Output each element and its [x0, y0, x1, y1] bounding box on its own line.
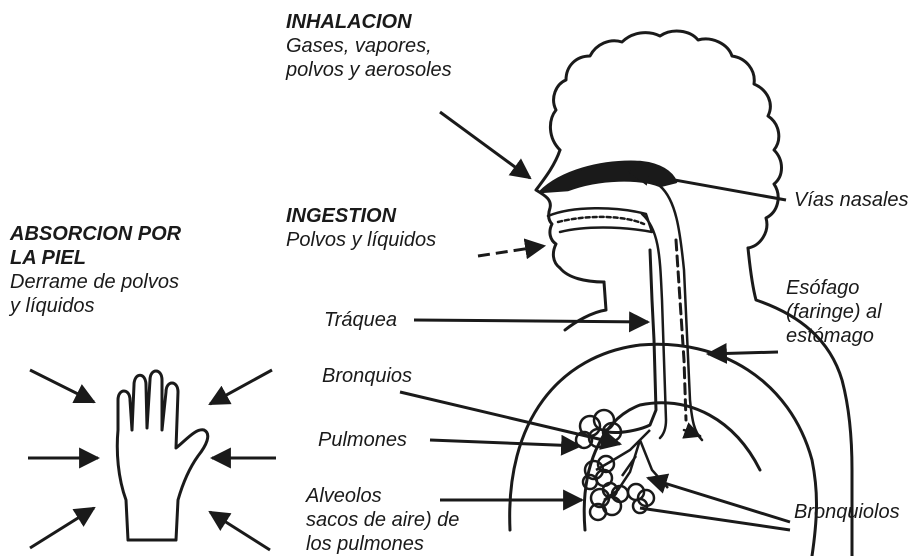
esophagus-line2: (faringe) al	[786, 300, 882, 324]
hair-outline	[550, 31, 781, 248]
ingestion-line1: Polvos y líquidos	[286, 228, 436, 252]
skin-line2: y líquidos	[10, 294, 181, 318]
skin-heading-2: LA PIEL	[10, 246, 181, 270]
inhalation-line2: polvos y aerosoles	[286, 58, 452, 82]
lungs-arrow	[430, 440, 580, 446]
airway	[540, 162, 702, 440]
alveoli-line2: sacos de aire) de	[306, 508, 459, 532]
arrow-lower-left	[30, 508, 94, 548]
nasal-arrow	[630, 172, 786, 200]
inhalation-arrow	[440, 112, 530, 178]
esophagus-line1: Esófago	[786, 276, 882, 300]
esophagus-arrow	[708, 352, 778, 354]
nasal-label: Vías nasales	[794, 188, 909, 212]
bronchioles-arrow-2	[640, 508, 790, 530]
ingestion-label: INGESTION Polvos y líquidos	[286, 204, 436, 252]
inhalation-heading: INHALACION	[286, 10, 452, 34]
inhalation-label: INHALACION Gases, vapores, polvos y aero…	[286, 10, 452, 82]
arrow-lower-right	[210, 512, 270, 550]
ingestion-arrow	[478, 246, 544, 256]
trachea-arrow	[414, 320, 648, 322]
arrow-upper-left	[30, 370, 94, 402]
chest-cavity	[510, 344, 817, 556]
skin-line1: Derrame de polvos	[10, 270, 181, 294]
bronchi-arrow	[400, 392, 620, 444]
skin-heading-1: ABSORCION POR	[10, 222, 181, 246]
esophagus-label: Esófago (faringe) al estómago	[786, 276, 882, 348]
alveoli-label: Alveolos sacos de aire) de los pulmones	[306, 484, 459, 556]
alveoli-line3: los pulmones	[306, 532, 459, 556]
arrow-upper-right	[210, 370, 272, 404]
ingestion-heading: INGESTION	[286, 204, 436, 228]
trachea-tube	[608, 250, 656, 433]
bronchioles-label: Bronquiolos	[794, 500, 900, 524]
inhalation-line1: Gases, vapores,	[286, 34, 452, 58]
bronchi-label: Bronquios	[322, 364, 412, 388]
esophagus-line3: estómago	[786, 324, 882, 348]
alveoli-cluster-low	[590, 483, 628, 520]
trachea-label: Tráquea	[324, 308, 397, 332]
hand-outline	[117, 371, 207, 540]
alveoli-line1: Alveolos	[306, 484, 459, 508]
tongue	[558, 217, 644, 224]
lungs-label: Pulmones	[318, 428, 407, 452]
bronchioles-arrow	[648, 478, 790, 522]
skin-absorption-label: ABSORCION POR LA PIEL Derrame de polvos …	[10, 222, 181, 318]
hand-drawing	[117, 371, 207, 540]
